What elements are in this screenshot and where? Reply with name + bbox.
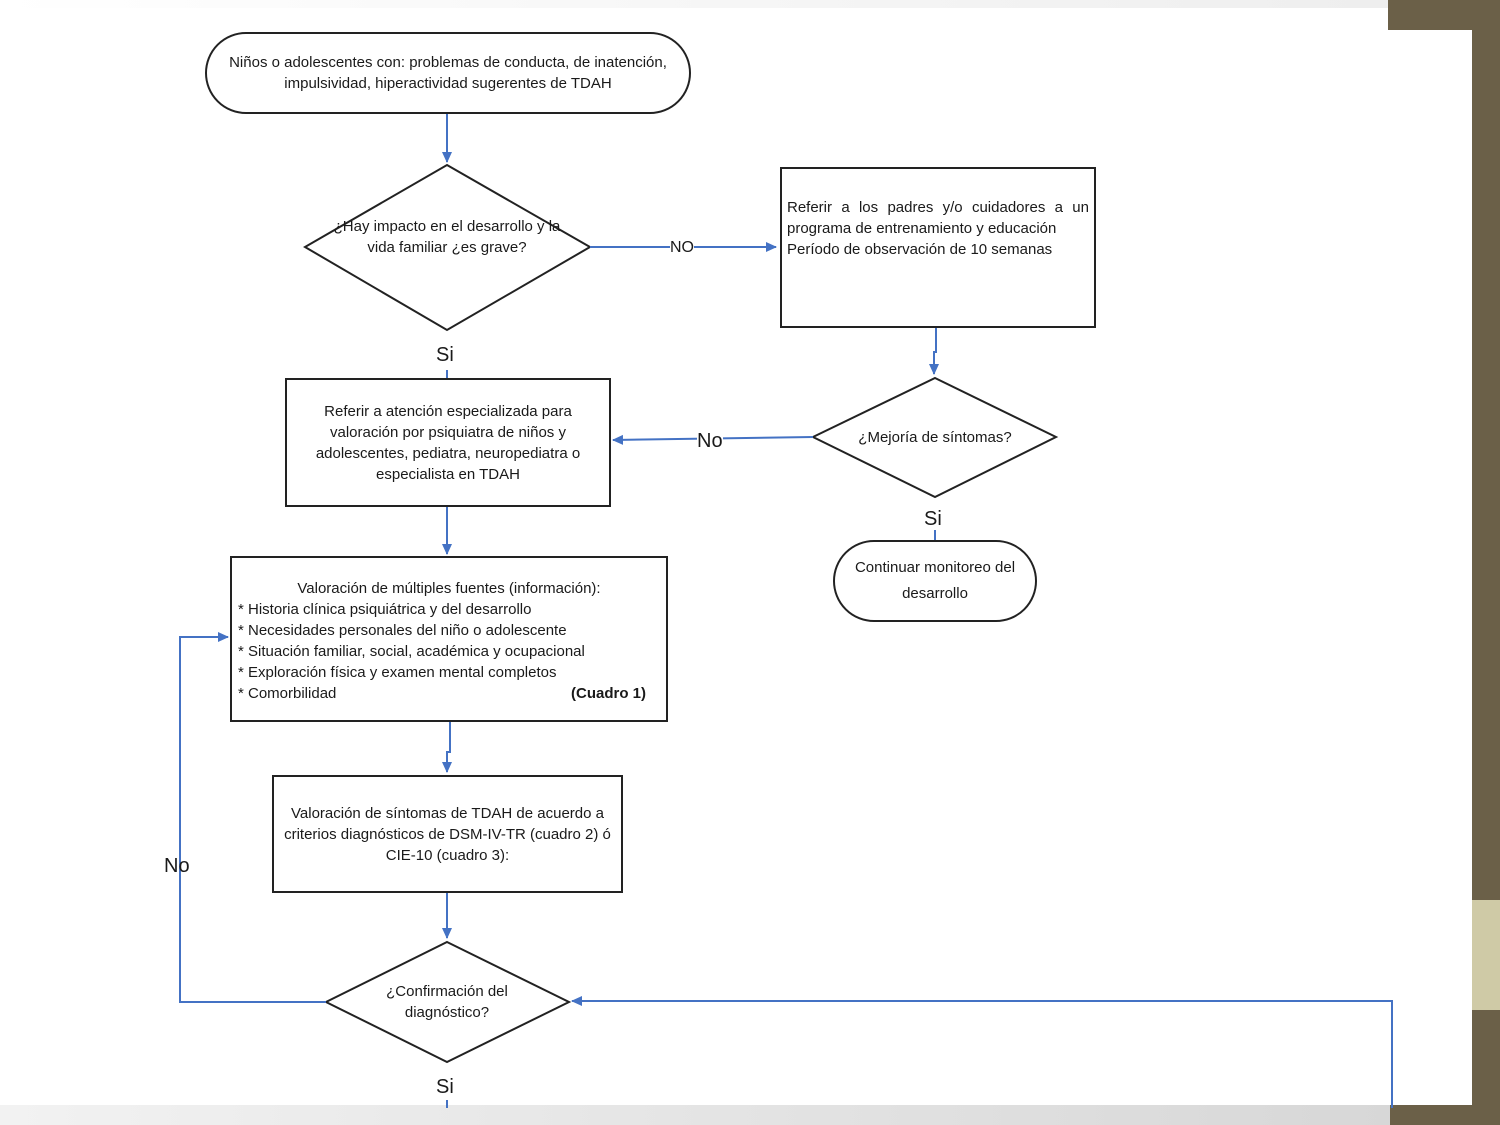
label-si-improvement: Si	[924, 508, 942, 530]
connector-confirmation-no-loop	[179, 632, 326, 1003]
specialist-referral-text: Referir a atención especializada para va…	[315, 402, 581, 483]
connector-program-to-improvement	[929, 328, 939, 375]
label-si-confirmation: Si	[436, 1076, 454, 1098]
bottom-corner	[1390, 1105, 1472, 1125]
specialist-referral-box: Referir a atención especializada para va…	[285, 378, 611, 507]
side-bar-top	[1388, 0, 1472, 30]
start-node: Niños o adolescentes con: problemas de c…	[205, 32, 691, 114]
decision-improvement-text: ¿Mejoría de síntomas?	[858, 429, 1012, 446]
parent-program-line2: Período de observación de 10 semanas	[787, 241, 1053, 258]
bottom-band	[0, 1105, 1390, 1125]
continue-monitoring-text: Continuar monitoreo del desarrollo	[854, 559, 1016, 602]
multi-source-ref: (Cuadro 1)	[571, 685, 646, 702]
multi-source-item: * Necesidades personales del niño o adol…	[238, 622, 567, 639]
multi-source-item: * Exploración física y examen mental com…	[238, 664, 557, 681]
multi-source-title: Valoración de múltiples fuentes (informa…	[297, 580, 601, 597]
label-no-upper: NO	[670, 237, 694, 259]
multi-source-item: * Comorbilidad	[238, 685, 337, 702]
decision-confirmation-text: ¿Confirmación del diagnóstico?	[386, 983, 508, 1021]
decision-improvement-shape	[810, 376, 1059, 499]
label-si-impact: Si	[436, 344, 454, 366]
decision-confirmation-shape	[323, 940, 572, 1064]
connector-multi-to-symptoms	[442, 722, 452, 773]
multi-source-last-row: * Comorbilidad (Cuadro 1)	[238, 683, 660, 704]
decision-impact-text: ¿Hay impacto en el desarrollo y la vida …	[333, 218, 561, 256]
side-accent	[1472, 900, 1500, 1010]
label-no-left: No	[164, 855, 190, 877]
start-node-text: Niños o adolescentes con: problemas de c…	[229, 54, 667, 92]
multi-source-box: Valoración de múltiples fuentes (informa…	[230, 556, 668, 722]
multi-source-item: * Situación familiar, social, académica …	[238, 643, 585, 660]
symptoms-assessment-text: Valoración de síntomas de TDAH de acuerd…	[284, 804, 611, 864]
label-no-mid: No	[697, 430, 723, 452]
top-band	[0, 0, 1388, 8]
decision-impact-shape	[303, 163, 593, 332]
parent-program-box: Referir a los padres y/o cuidadores a un…	[780, 167, 1096, 328]
connector-return-loop	[571, 996, 1393, 1108]
continue-monitoring-node: Continuar monitoreo del desarrollo	[833, 540, 1037, 622]
parent-program-line1: Referir a los padres y/o cuidadores a un…	[787, 199, 1089, 237]
multi-source-item: * Historia clínica psiquiátrica y del de…	[238, 601, 532, 618]
symptoms-assessment-box: Valoración de síntomas de TDAH de acuerd…	[272, 775, 623, 893]
